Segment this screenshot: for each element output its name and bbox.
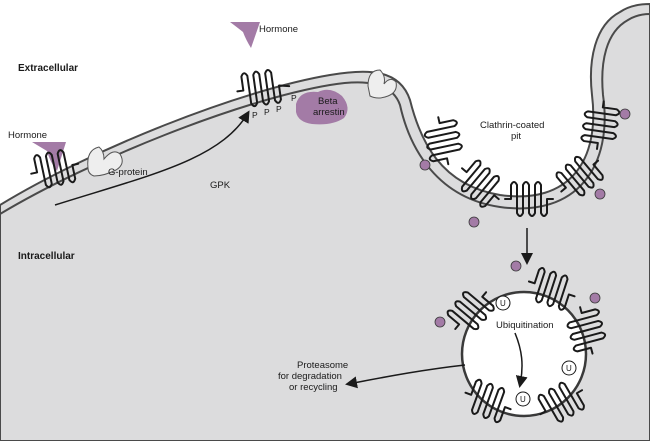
ubiquitin-icon: U — [515, 391, 531, 407]
proteasome-label: for degradation — [278, 371, 342, 382]
g-protein-icon — [367, 69, 397, 99]
svg-text:U: U — [566, 364, 572, 373]
cell-membrane-inner — [0, 13, 650, 215]
g-protein-label: G-protein — [108, 167, 148, 178]
ubiquitin-icon: U — [561, 360, 577, 376]
gpk-arrow-icon — [54, 110, 250, 206]
receptor-icon — [555, 155, 604, 197]
proteasome-label: or recycling — [289, 382, 338, 393]
hormone-left-label: Hormone — [8, 130, 47, 141]
receptor-icon — [504, 181, 554, 217]
receptor-icon — [30, 149, 80, 189]
phosphate-label: P — [291, 93, 297, 103]
beta-arrestin-label: Beta — [318, 96, 338, 107]
receptor-icon — [527, 267, 576, 311]
clathrin-label: pit — [511, 131, 521, 142]
receptor-icon — [236, 68, 291, 108]
receptor-icon — [464, 378, 512, 424]
receptor-icon — [460, 159, 500, 208]
hormone-icon — [230, 22, 260, 48]
extracellular-label: Extracellular — [18, 63, 78, 74]
intracellular-label: Intracellular — [18, 251, 75, 262]
phosphate-label: P — [252, 110, 258, 120]
svg-text:U: U — [500, 299, 506, 308]
ubiquitination-arrow-icon — [514, 332, 528, 388]
receptor-icon — [566, 306, 607, 355]
receptor-icon — [423, 116, 463, 166]
receptor-icon — [446, 291, 495, 331]
receptor-icon — [580, 100, 621, 150]
hormone-icon — [32, 142, 66, 171]
proteasome-arrow-icon — [345, 364, 466, 389]
phosphate-label: P — [276, 104, 282, 114]
beta-arrestin-icon — [296, 89, 348, 125]
svg-text:U: U — [520, 395, 526, 404]
ubiquitin-icon: U — [495, 295, 511, 311]
ligand-markers — [419, 108, 631, 328]
gpk-label: GPK — [210, 180, 231, 191]
receptor-icon — [537, 381, 585, 423]
beta-arrestin-label: arrestin — [313, 107, 345, 118]
hormone-top-label: Hormone — [259, 24, 298, 35]
proteasome-label: Proteasome — [297, 360, 348, 371]
g-protein-icon — [87, 146, 123, 177]
phosphate-label: P — [264, 107, 270, 117]
clathrin-label: Clathrin-coated — [480, 120, 544, 131]
ubiquitination-label: Ubiquitination — [496, 320, 554, 331]
